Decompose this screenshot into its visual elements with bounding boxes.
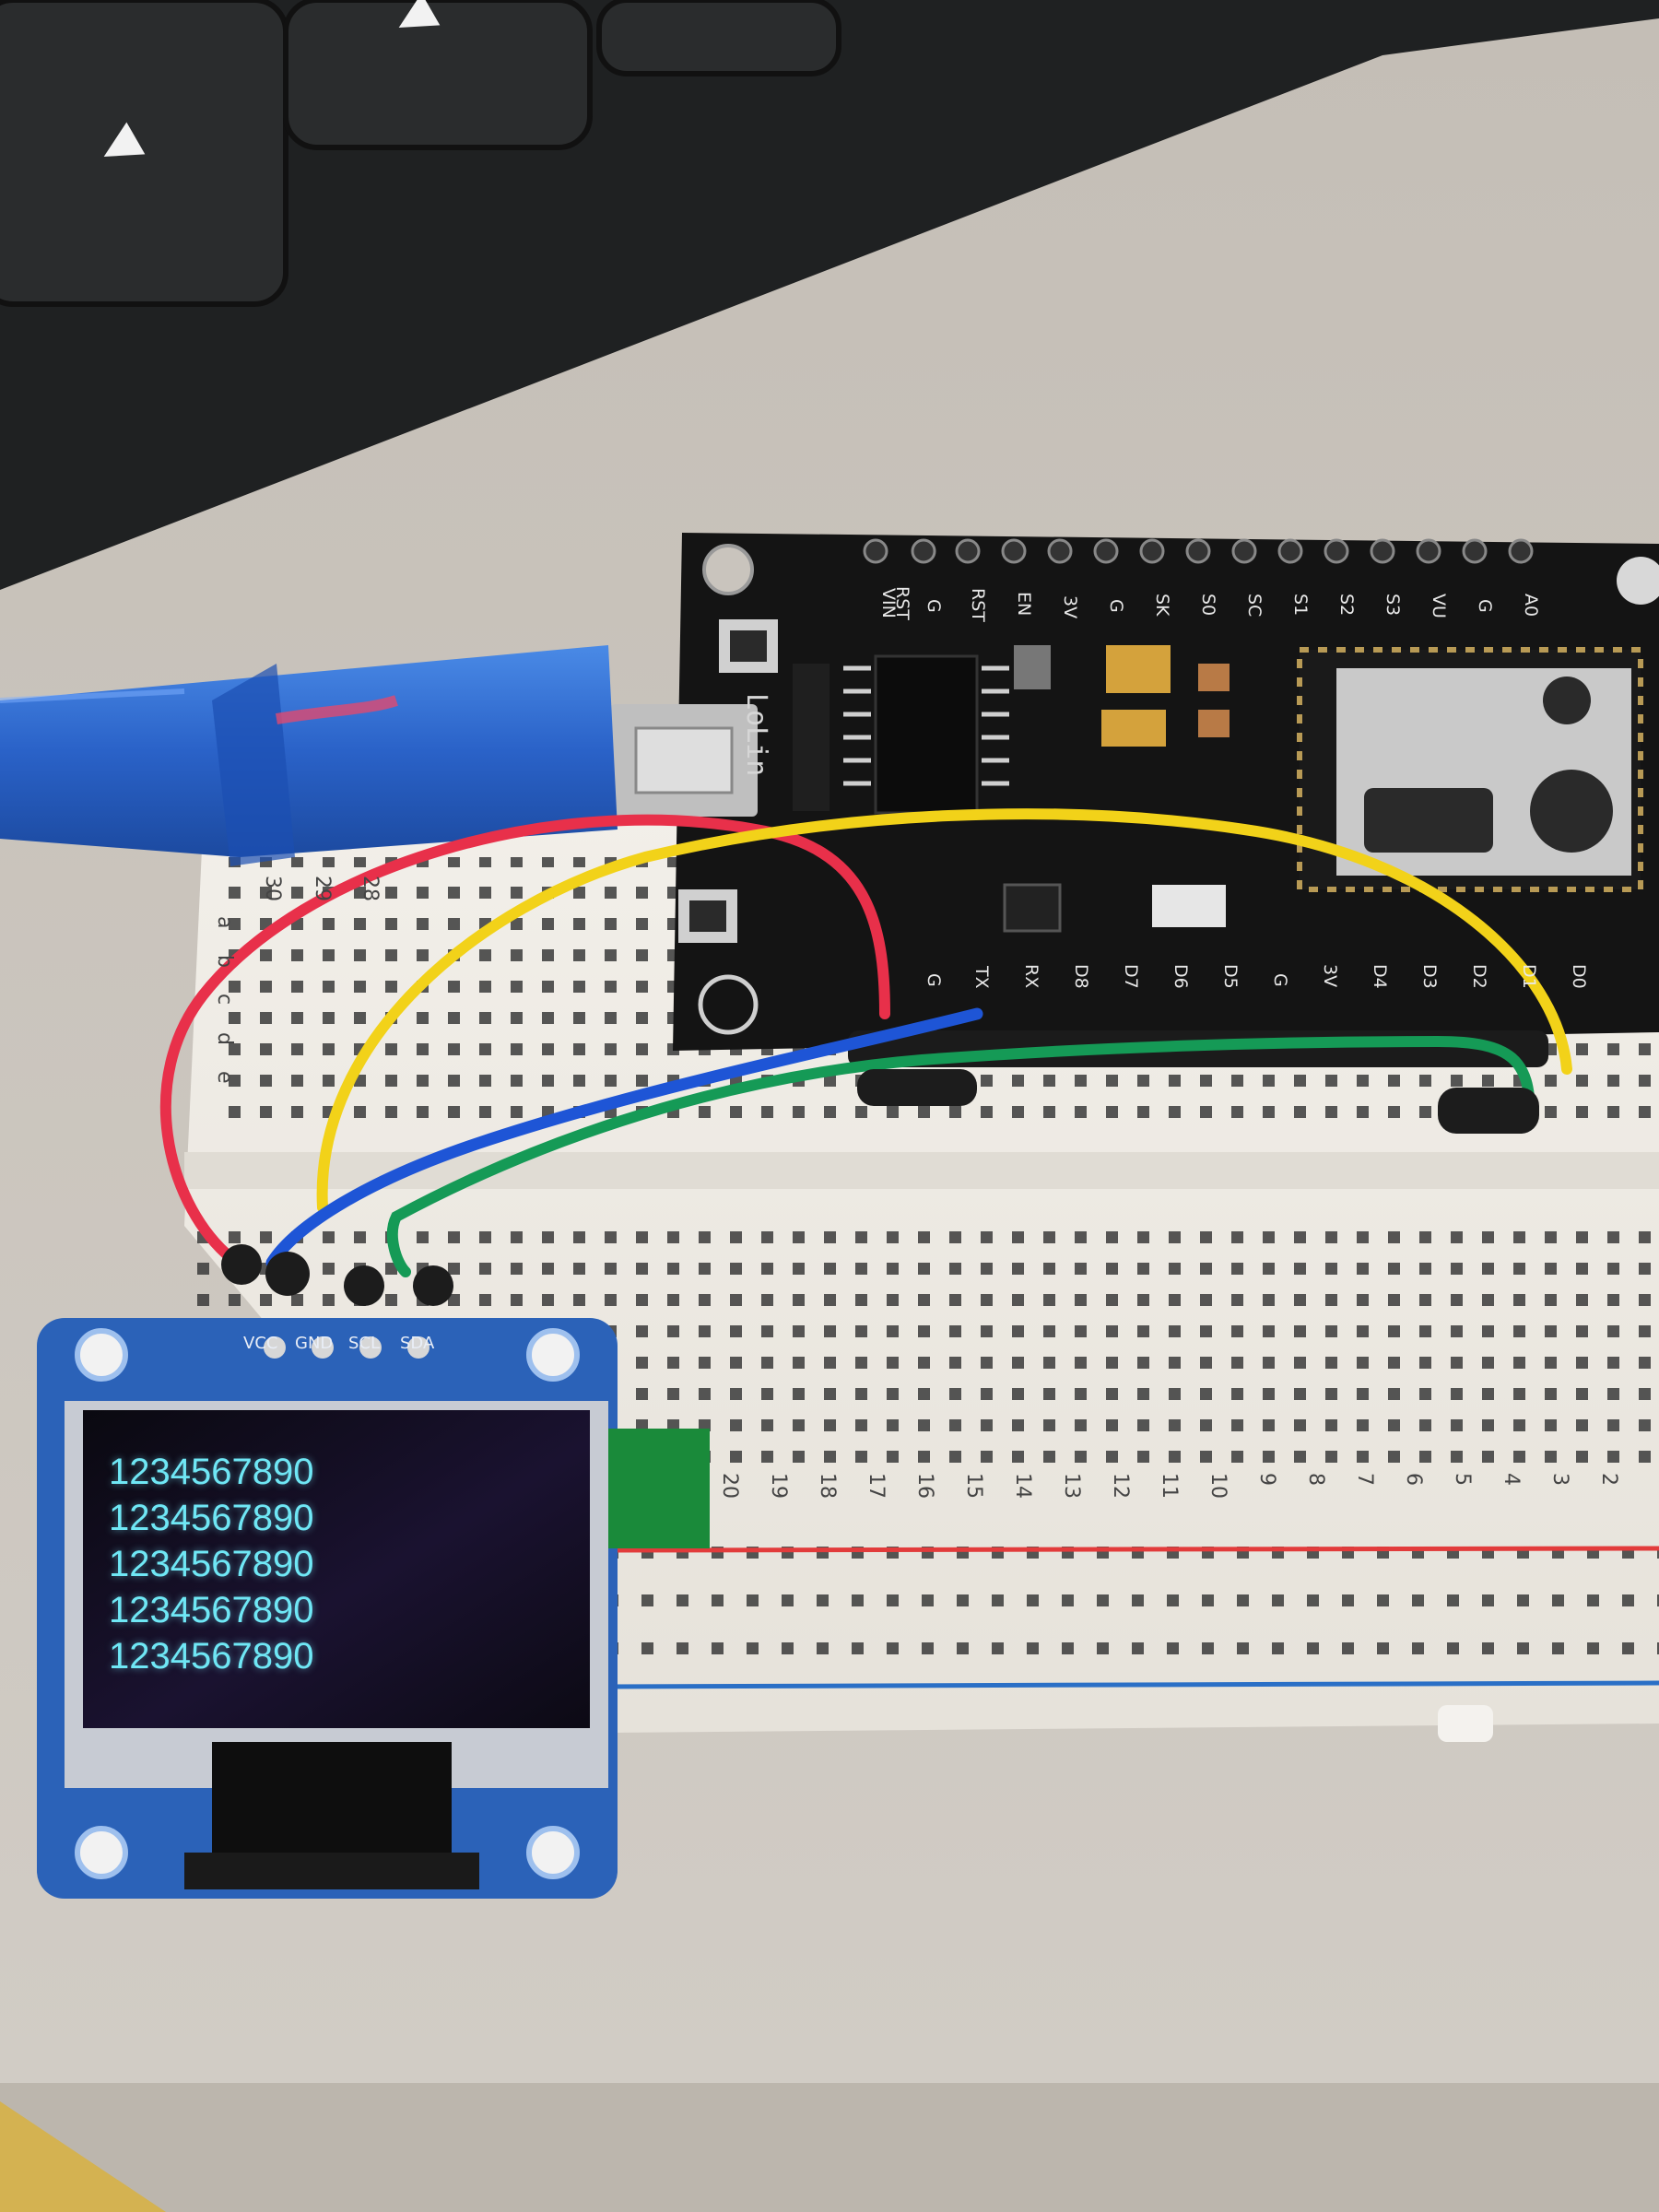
wires: [159, 808, 1572, 1306]
pin-label: D4: [1370, 964, 1390, 989]
column-number: 14: [1011, 1473, 1034, 1499]
column-number: 2: [1597, 1473, 1620, 1486]
column-number: 28: [359, 876, 382, 901]
pin-label: D2: [1469, 964, 1489, 989]
row-letter: e: [213, 1071, 236, 1084]
row-letter: d: [213, 1032, 236, 1045]
pin-label: G: [924, 599, 944, 613]
column-number: 11: [1158, 1473, 1181, 1499]
oled-module: [37, 1318, 710, 1899]
column-number: 20: [718, 1473, 741, 1499]
blue-wire: [265, 1007, 983, 1269]
pin-label: RX: [1021, 964, 1041, 989]
column-number: 8: [1304, 1473, 1327, 1486]
usb-cable: [0, 645, 618, 866]
board-brand: LoLin: [740, 693, 772, 777]
pin-label: D8: [1071, 964, 1091, 989]
pin-label: G: [1270, 973, 1290, 987]
column-number: 18: [816, 1473, 839, 1499]
oled-text-line: 1234567890: [109, 1590, 314, 1630]
column-number: 4: [1500, 1473, 1523, 1486]
column-number: 19: [767, 1473, 790, 1499]
pin-label: D7: [1121, 964, 1141, 989]
column-number: 30: [261, 876, 284, 901]
pin-label: D6: [1171, 964, 1191, 989]
oled-pin-scl: SCL: [348, 1334, 381, 1353]
pin-label: D0: [1569, 964, 1589, 989]
pin-label: D5: [1220, 964, 1241, 989]
column-number: 3: [1548, 1473, 1571, 1486]
oled-pin-vcc: VCC: [243, 1334, 278, 1353]
row-letter: b: [213, 955, 236, 968]
column-number: 9: [1255, 1473, 1278, 1486]
pin-label: D3: [1419, 964, 1440, 989]
pin-label: TX: [971, 966, 992, 989]
pin-label: S1: [1290, 594, 1311, 617]
pin-label: VIN: [878, 588, 899, 618]
column-number: 29: [311, 876, 334, 901]
pin-label: S0: [1198, 594, 1218, 617]
green-wire: [386, 1035, 1535, 1277]
row-letter: c: [213, 994, 236, 1006]
column-number: 16: [913, 1473, 936, 1499]
column-number: 12: [1109, 1473, 1132, 1499]
pin-label: S3: [1382, 594, 1403, 617]
pin-label: EN: [1014, 592, 1034, 617]
oled-text-line: 1234567890: [109, 1452, 314, 1492]
oled-pin-gnd: GND: [295, 1334, 334, 1353]
pin-label: G: [1475, 599, 1495, 613]
column-number: 17: [865, 1473, 888, 1499]
red-wire: [159, 814, 890, 1259]
column-number: 10: [1206, 1473, 1230, 1499]
row-letter: a: [213, 916, 236, 929]
oled-text-line: 1234567890: [109, 1636, 314, 1677]
keyboard-keys: [0, 0, 841, 307]
pin-label: 3V: [1060, 595, 1080, 619]
pin-label: G: [1106, 599, 1126, 613]
pin-label: D1: [1519, 964, 1539, 989]
yellow-wire: [316, 808, 1572, 1213]
pin-label: VU: [1429, 594, 1449, 618]
column-number: 13: [1060, 1473, 1083, 1499]
nodemcu-board: [610, 533, 1659, 1067]
pin-label: A0: [1521, 594, 1541, 618]
pin-label: SK: [1152, 594, 1172, 617]
oled-text-line: 1234567890: [109, 1498, 314, 1538]
column-number: 15: [962, 1473, 985, 1499]
pin-label: S2: [1336, 594, 1357, 617]
column-number: 5: [1451, 1473, 1474, 1486]
pin-label: RST: [968, 588, 988, 622]
oled-pin-sda: SDA: [400, 1334, 435, 1353]
pin-label: 3V: [1320, 964, 1340, 988]
column-number: 6: [1402, 1473, 1425, 1486]
oled-text-line: 1234567890: [109, 1544, 314, 1584]
pin-label: SC: [1244, 594, 1265, 618]
pin-label: G: [924, 973, 944, 987]
column-number: 7: [1353, 1473, 1376, 1486]
